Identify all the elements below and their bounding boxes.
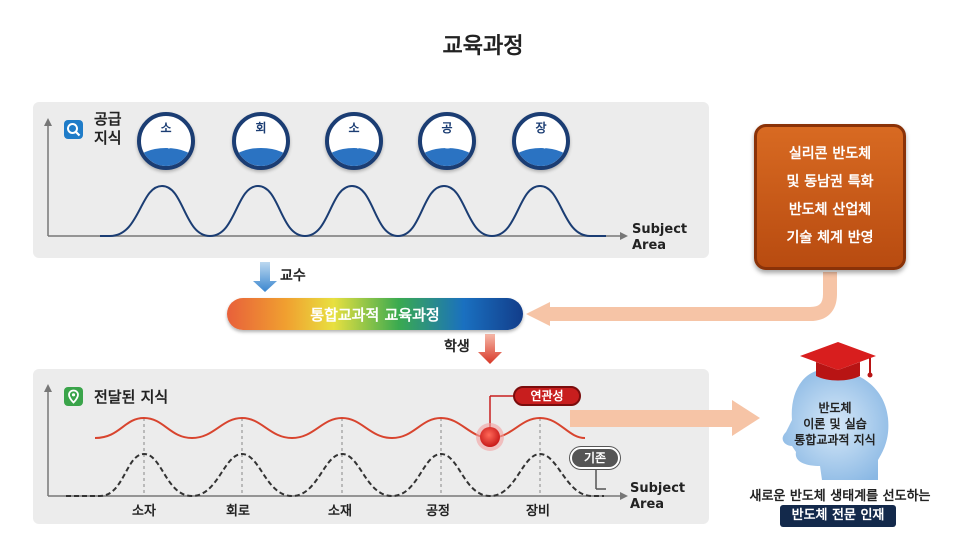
professor-down-arrow	[253, 262, 277, 292]
integrated-curriculum-label: 통합교과적 교육과정	[310, 306, 440, 324]
top-axis-label: Subject Area	[632, 222, 688, 253]
bottom-axes	[44, 384, 628, 500]
bottom-axis-label: Subject Area	[630, 481, 686, 512]
page-title: 교육과정	[442, 34, 524, 59]
talent-tagline: 새로운 반도체 생태계를 선도하는	[749, 489, 931, 504]
category-label-device: 소자	[132, 504, 156, 519]
industry-tech-box: 실리콘 반도체 및 동남권 특화 반도체 산업체 기술 체계 반영	[754, 124, 906, 270]
top-axes	[44, 118, 628, 240]
category-label-equipment: 장비	[526, 504, 550, 519]
expert-talent-pill: 반도체 전문 인재	[780, 505, 896, 527]
supply-wave-curve	[100, 184, 606, 238]
category-label-process: 공정	[426, 504, 450, 519]
delivered-knowledge-label: 전달된 지식	[94, 388, 169, 406]
supply-knowledge-label: 공급 지식	[94, 110, 122, 147]
category-label-circuit: 회로	[226, 504, 250, 519]
relevance-badge: 연관성	[513, 386, 581, 406]
relevance-wave-curve	[94, 416, 586, 440]
delivered-knowledge-panel	[33, 369, 709, 524]
category-label-material: 소재	[328, 504, 352, 519]
baseline-wave-curve	[66, 452, 604, 498]
head-silhouette-icon	[782, 369, 889, 480]
integrated-curriculum-bar: 통합교과적 교육과정	[227, 298, 523, 330]
industry-feed-arrow	[548, 272, 837, 321]
talent-arrow	[570, 410, 735, 427]
location-pin-icon	[64, 387, 83, 406]
baseline-badge: 기존	[570, 447, 620, 469]
category-guides	[143, 418, 541, 496]
talent-knowledge-text: 반도체 이론 및 실습 통합교과적 지식	[794, 401, 876, 447]
graduation-cap-icon	[800, 342, 876, 381]
professor-label: 교수	[280, 268, 306, 284]
student-label: 학생	[444, 339, 470, 355]
student-down-arrow	[478, 334, 502, 364]
search-map-icon	[64, 120, 83, 139]
